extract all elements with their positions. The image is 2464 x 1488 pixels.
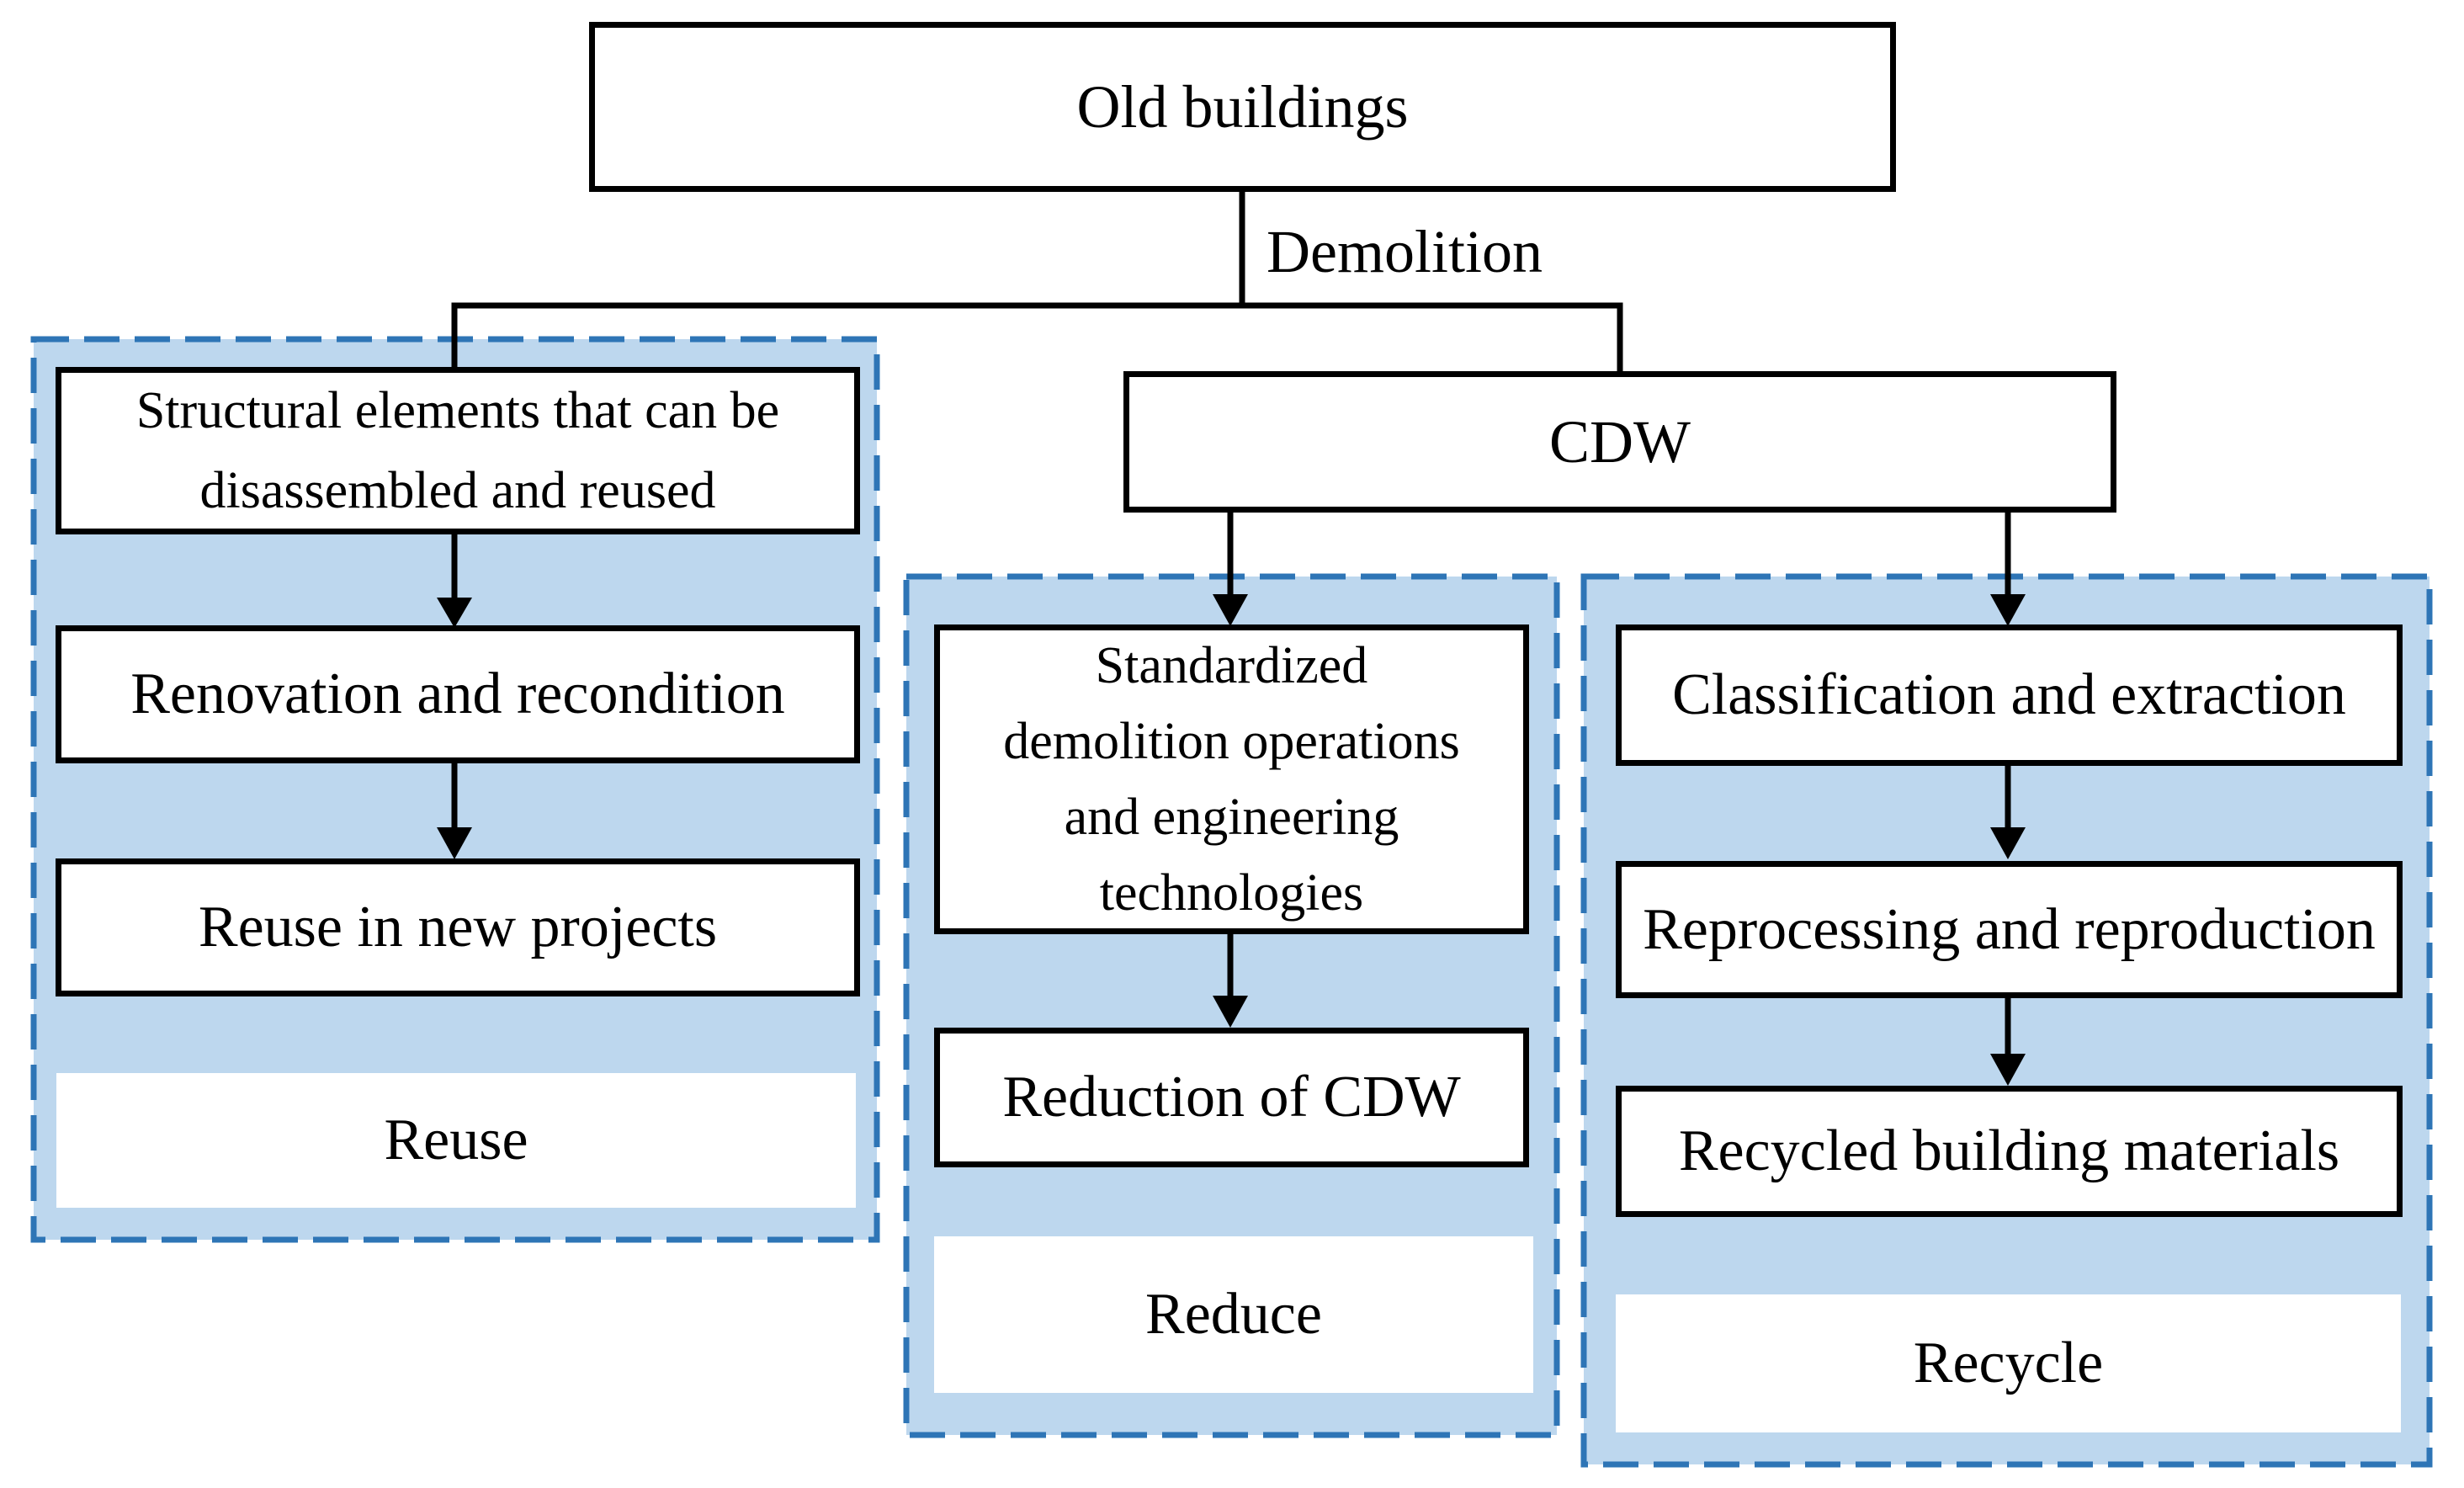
arrow-down-icon (1213, 594, 1248, 626)
arrow-down-icon (437, 827, 472, 859)
structural-elements-box: Structural elements that can be disassem… (56, 367, 860, 534)
reduction-of-cdw-box: Reduction of CDW (934, 1028, 1529, 1167)
arrow-down-icon (1990, 594, 2026, 626)
recycled-materials-box: Recycled building materials (1616, 1086, 2403, 1217)
reprocessing-box: Reprocessing and reproduction (1616, 861, 2403, 998)
reuse-outcome-box: Reuse (56, 1073, 856, 1208)
arrow-down-icon (1213, 996, 1248, 1028)
old-buildings-box: Old buildings (589, 22, 1896, 192)
edge-branch-line (451, 302, 1623, 371)
arrow-down-icon (437, 598, 472, 628)
demolition-edge-label: Demolition (1267, 218, 1543, 285)
arrow-down-icon (1990, 827, 2026, 859)
standardized-operations-box: Standardized demolition operations and e… (934, 624, 1529, 934)
reuse-in-new-projects-box: Reuse in new projects (56, 858, 860, 996)
classification-box: Classification and extraction (1616, 624, 2403, 766)
reduce-outcome-box: Reduce (934, 1236, 1533, 1393)
renovation-box: Renovation and recondition (56, 625, 860, 763)
recycle-outcome-box: Recycle (1616, 1294, 2401, 1432)
arrow-down-icon (1990, 1054, 2026, 1086)
cdw-box: CDW (1123, 371, 2116, 513)
